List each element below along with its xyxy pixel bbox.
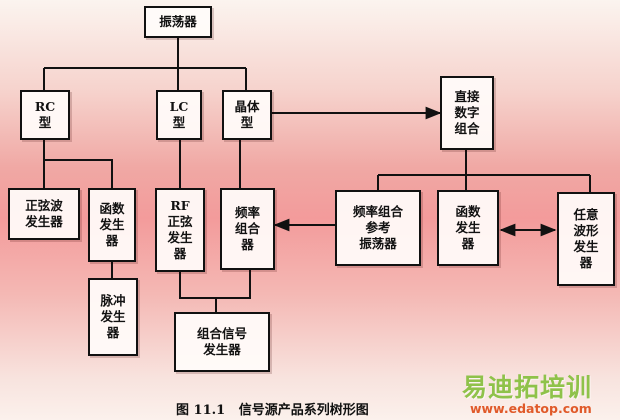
node-direct-digital-synthesis: 直接 数字 组合 <box>440 76 494 150</box>
node-function-generator-2: 函数 发生 器 <box>437 190 499 266</box>
node-arbitrary-waveform-generator: 任意 波形 发生 器 <box>557 192 615 286</box>
node-lc-type: LC 型 <box>156 90 202 140</box>
figure-caption: 图 11.1 信号源产品系列树形图 <box>176 403 369 418</box>
node-oscillator: 振荡器 <box>144 6 212 38</box>
node-rc-type: RC 型 <box>20 90 70 140</box>
node-rf-sine-generator: RF 正弦 发生 器 <box>155 188 205 272</box>
node-frequency-combiner: 频率 组合 器 <box>220 188 275 270</box>
node-sine-wave-generator: 正弦波 发生器 <box>8 188 80 240</box>
node-crystal-type: 晶体 型 <box>222 90 272 140</box>
edge-rc-function <box>44 159 113 188</box>
watermark-logo: 易迪拓培训 <box>462 373 593 402</box>
node-frequency-reference-oscillator: 频率组合 参考 振荡器 <box>335 190 421 266</box>
edge-rf-combo-bus <box>179 270 251 299</box>
node-function-generator-1: 函数 发生 器 <box>88 188 136 262</box>
node-pulse-generator: 脉冲 发生 器 <box>88 278 138 356</box>
watermark-url: www.edatop.com <box>470 401 592 416</box>
node-combined-signal-generator: 组合信号 发生器 <box>174 312 270 372</box>
